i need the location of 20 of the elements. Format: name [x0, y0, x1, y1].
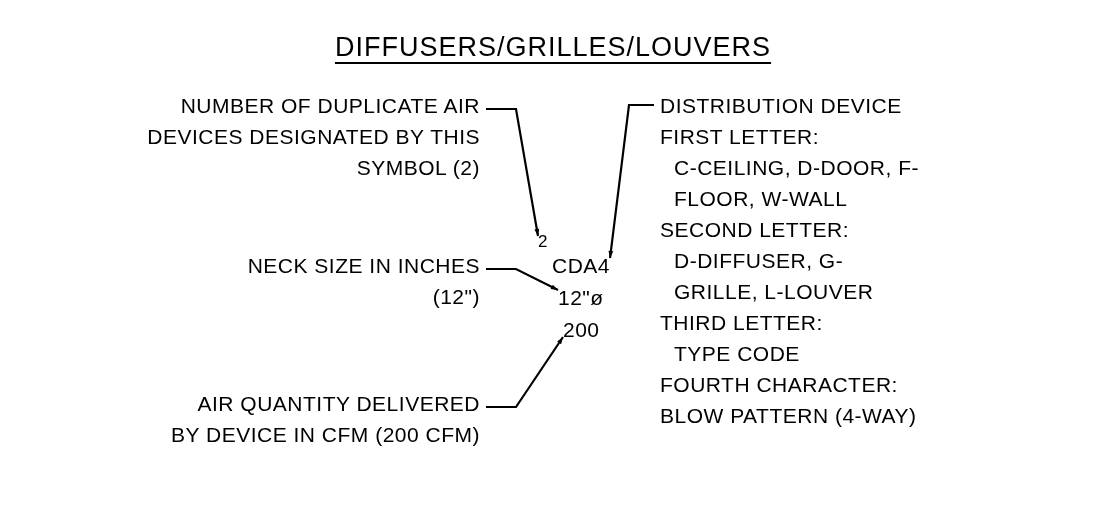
symbol-text: CDA4	[552, 250, 611, 281]
callout-text: TYPE CODE	[673, 341, 801, 367]
symbol-text: 200	[563, 314, 600, 345]
diagram-title: DIFFUSERS/GRILLES/LOUVERS	[334, 32, 772, 62]
leader-line	[486, 336, 564, 409]
callout-text: D-DIFFUSER, G-GRILLE, L-LOUVER	[673, 248, 875, 305]
leader-line	[486, 267, 559, 291]
leader-line	[486, 107, 540, 237]
callout-text: THIRD LETTER:	[660, 310, 824, 336]
callout-text: DISTRIBUTION DEVICE	[660, 93, 903, 119]
callout-text: FOURTH CHARACTER: BLOW PATTERN (4-WAY)	[660, 372, 918, 429]
callout-text: AIR QUANTITY DELIVERED BY DEVICE IN CFM (200 CFM)	[170, 388, 480, 450]
callout-text: NUMBER OF DUPLICATE AIR DEVICES DESIGNATED BY THIS SYMBOL (2)	[130, 90, 480, 183]
callout-text: C-CEILING, D-DOOR, F-FLOOR, W-WALL	[673, 155, 920, 212]
callout-text: FIRST LETTER:	[660, 124, 820, 150]
symbol-text: 2	[538, 226, 548, 257]
callout-text: SECOND LETTER:	[660, 217, 851, 243]
callout-text: NECK SIZE IN INCHES (12")	[230, 250, 480, 312]
leader-line	[608, 103, 654, 259]
symbol-text: 12"ø	[558, 282, 604, 313]
